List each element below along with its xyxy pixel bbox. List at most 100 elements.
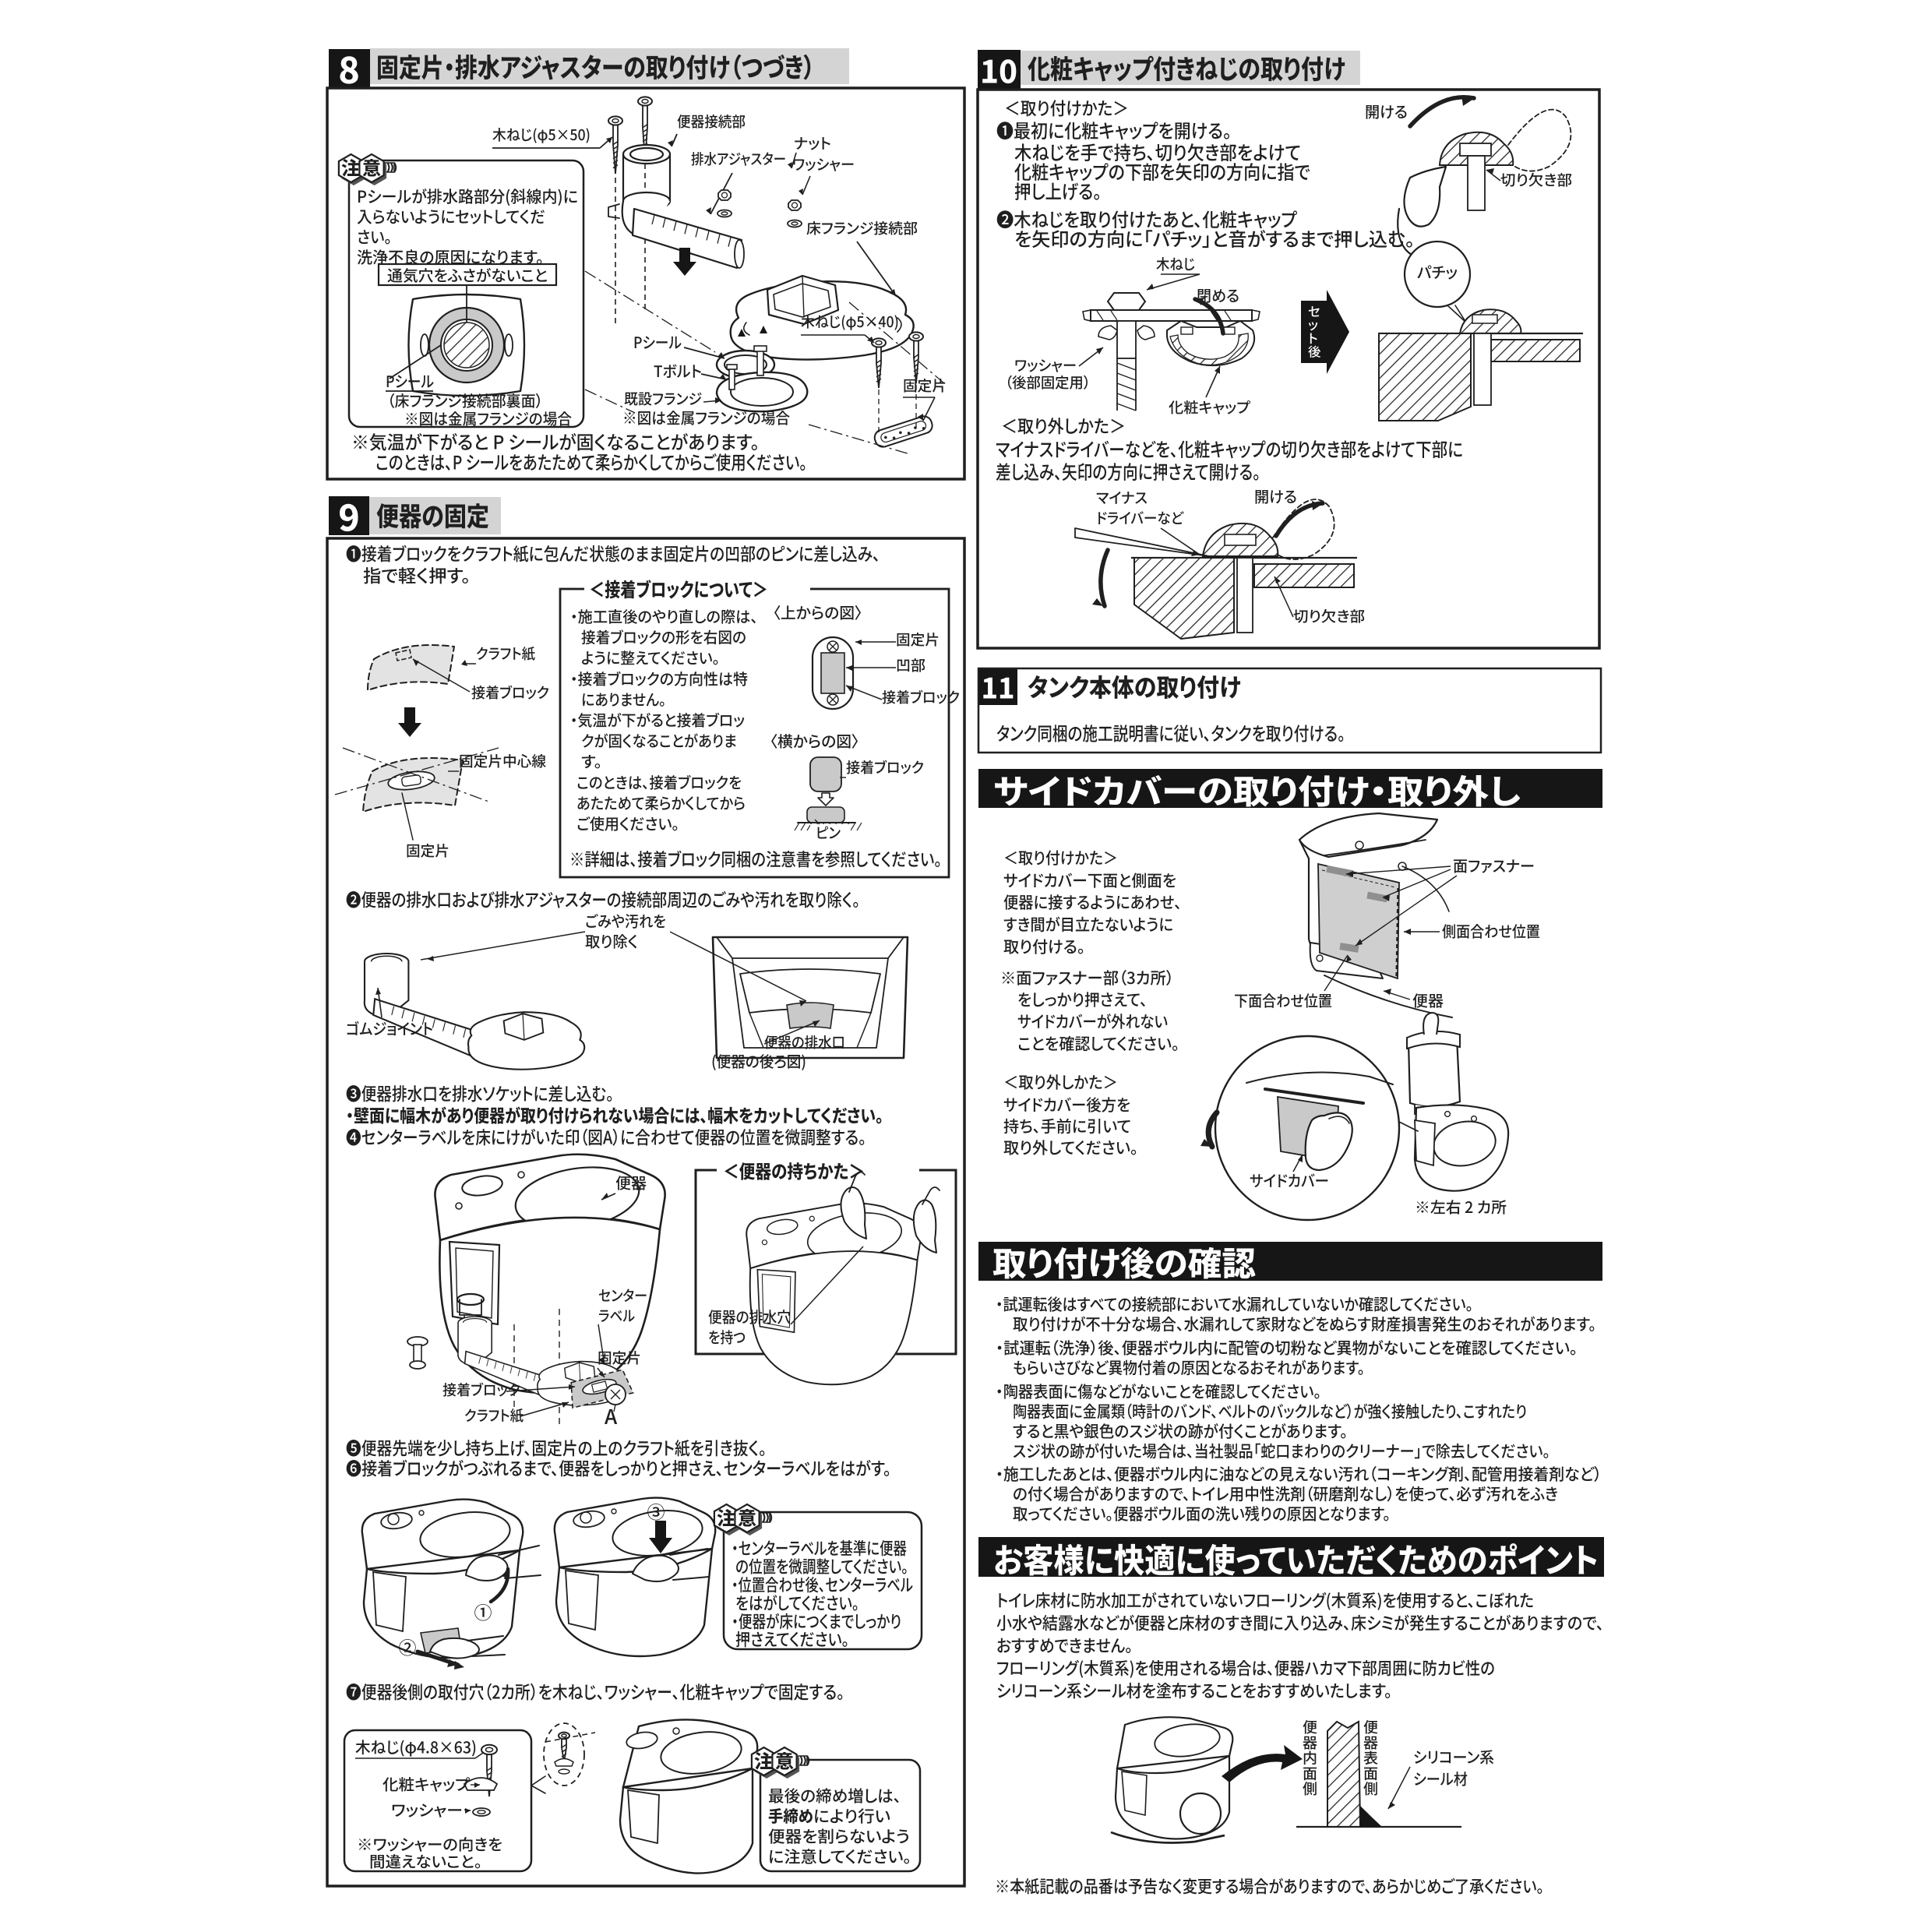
svg-text:側: 側 [1303, 1778, 1317, 1799]
svg-text:スジ状の跡が付いた場合は、当社製品「蛇口まわりのクリーナー」: スジ状の跡が付いた場合は、当社製品「蛇口まわりのクリーナー」で除去してください。 [1013, 1439, 1550, 1462]
svg-text:10: 10 [980, 47, 1017, 92]
svg-text:取ってください。便器ボウル面の洗い残りの原因となります。: 取ってください。便器ボウル面の洗い残りの原因となります。 [1013, 1502, 1391, 1525]
svg-text:取り除く: 取り除く [585, 929, 638, 952]
svg-text:マイナスドライバーなどを、化粧キャップの切り欠き部をよけて下: マイナスドライバーなどを、化粧キャップの切り欠き部をよけて下部に [996, 435, 1463, 463]
svg-text:シリコーン系: シリコーン系 [1413, 1745, 1494, 1768]
svg-text:❻接着ブロックがつぶれるまで、便器をしっかりと押さえ、センタ: ❻接着ブロックがつぶれるまで、便器をしっかりと押さえ、センターラベルをはがす。 [346, 1454, 891, 1481]
svg-text:通気穴をふさがないこと: 通気穴をふさがないこと [387, 263, 548, 286]
svg-text:ナット: ナット [794, 132, 831, 153]
svg-text:シール材: シール材 [1413, 1767, 1468, 1789]
svg-text:器: 器 [1363, 1732, 1378, 1753]
svg-text:固定片・排水アジャスターの取り付け（つづき）: 固定片・排水アジャスターの取り付け（つづき） [376, 47, 815, 85]
svg-text:・試運転後はすべての接続部において水漏れしていないか確認して: ・試運転後はすべての接続部において水漏れしていないか確認してください。 [996, 1292, 1473, 1316]
svg-text:サイドカバー: サイドカバー [1250, 1169, 1329, 1191]
svg-text:す。: す。 [581, 749, 602, 772]
svg-text:クラフト紙: クラフト紙 [476, 643, 535, 664]
svg-text:パチッ: パチッ [1417, 260, 1458, 283]
svg-text:化粧キャップ付きねじの取り付け: 化粧キャップ付きねじの取り付け [1028, 48, 1345, 86]
svg-text:ゴムジョイント: ゴムジョイント [346, 1017, 433, 1039]
svg-text:11: 11 [982, 667, 1015, 707]
svg-text:すき間が目立たないように: すき間が目立たないように [1003, 913, 1173, 936]
svg-text:注: 注 [341, 153, 360, 180]
svg-text:化粧キャップ: 化粧キャップ [1169, 397, 1250, 418]
svg-text:・接着ブロックの方向性は特: ・接着ブロックの方向性は特 [570, 667, 748, 689]
svg-text:・施工直後のやり直しの際は、: ・施工直後のやり直しの際は、 [570, 605, 758, 627]
svg-text:木ねじ(φ5×50): 木ねじ(φ5×50) [492, 124, 591, 145]
svg-text:取り付けが不十分な場合、水漏れして家財などをぬらす財産損害発: 取り付けが不十分な場合、水漏れして家財などをぬらす財産損害発生のおそれがあります… [1013, 1312, 1596, 1335]
svg-text:間違えないこと。: 間違えないこと。 [369, 1849, 482, 1872]
svg-text:切り欠き部: 切り欠き部 [1293, 605, 1365, 626]
svg-text:Pシールが排水路部分(斜線内)に: Pシールが排水路部分(斜線内)に [357, 185, 578, 208]
svg-text:を矢印の方向に「パチッ」と音がするまで押し込む。: を矢印の方向に「パチッ」と音がするまで押し込む。 [1014, 225, 1415, 252]
svg-text:ッ: ッ [1308, 315, 1318, 333]
svg-text:指で軽く押す。: 指で軽く押す。 [363, 562, 471, 588]
svg-text:・試運転（洗浄）後、便器ボウル内に配管の切粉など異物がないこ: ・試運転（洗浄）後、便器ボウル内に配管の切粉など異物がないことを確認してください… [996, 1336, 1578, 1359]
svg-text:※本紙記載の品番は予告なく変更する場合がありますので、あらか: ※本紙記載の品番は予告なく変更する場合がありますので、あらかじめご了承ください。 [995, 1874, 1544, 1899]
svg-text:により行い: により行い [813, 1804, 890, 1828]
svg-text:取り付ける。: 取り付ける。 [1003, 935, 1085, 958]
svg-text:※図は金属フランジの場合: ※図は金属フランジの場合 [404, 407, 572, 429]
svg-text:ことを確認してください。: ことを確認してください。 [1017, 1032, 1179, 1056]
svg-text:便器接続部: 便器接続部 [677, 111, 746, 132]
svg-text:排水アジャスター: 排水アジャスター [691, 148, 786, 169]
svg-text:ご使用ください。: ご使用ください。 [576, 812, 679, 834]
svg-text:※図は金属フランジの場合: ※図は金属フランジの場合 [622, 406, 790, 428]
svg-text:❸便器排水口を排水ソケットに差し込む。: ❸便器排水口を排水ソケットに差し込む。 [346, 1080, 614, 1106]
svg-text:ワッシャー: ワッシャー [1014, 354, 1077, 375]
svg-text:お客様に快適に使っていただくためのポイント: お客様に快適に使っていただくためのポイント [993, 1535, 1599, 1583]
svg-text:・位置合わせ後、センターラベル: ・位置合わせ後、センターラベル [732, 1572, 913, 1597]
svg-text:マイナス: マイナス [1096, 487, 1148, 508]
svg-text:便: 便 [1303, 1716, 1317, 1737]
svg-text:※詳細は、接着ブロック同梱の注意書を参照してください。: ※詳細は、接着ブロック同梱の注意書を参照してください。 [569, 845, 942, 872]
svg-text:洗浄不良の原因になります。: 洗浄不良の原因になります。 [357, 245, 544, 269]
svg-text:側面合わせ位置: 側面合わせ位置 [1442, 919, 1540, 942]
svg-text:サイドカバー後方を: サイドカバー後方を [1003, 1093, 1130, 1116]
svg-text:便: 便 [1363, 1716, 1378, 1737]
svg-text:開ける: 開ける [1365, 100, 1408, 122]
svg-text:・陶器表面に傷などがないことを確認してください。: ・陶器表面に傷などがないことを確認してください。 [996, 1380, 1321, 1403]
svg-text:固定片: 固定片 [903, 375, 947, 396]
svg-text:＜取り付けかた＞: ＜取り付けかた＞ [1003, 846, 1118, 869]
svg-text:ごみや汚れを: ごみや汚れを [585, 909, 666, 932]
svg-text:便器の排水口: 便器の排水口 [764, 1031, 845, 1052]
svg-text:木ねじ: 木ねじ [1156, 253, 1195, 274]
svg-text:③: ③ [647, 1498, 665, 1525]
svg-text:＜取り外しかた＞: ＜取り外しかた＞ [1001, 412, 1126, 439]
svg-text:すると黒や銀色のスジ状の跡が付くことがあります。: すると黒や銀色のスジ状の跡が付くことがあります。 [1013, 1419, 1348, 1443]
svg-text:〈上からの図〉: 〈上からの図〉 [773, 601, 862, 623]
svg-text:持ち、手前に引いて: 持ち、手前に引いて [1003, 1114, 1131, 1137]
svg-text:ように整えてください。: ように整えてください。 [581, 646, 720, 668]
svg-text:ドライバーなど: ドライバーなど [1096, 507, 1184, 528]
svg-text:接着ブロック: 接着ブロック [442, 1379, 520, 1400]
svg-text:※左右 2 カ所: ※左右 2 カ所 [1415, 1195, 1507, 1218]
svg-text:❷木ねじを取り付けたあと、化粧キャップ: ❷木ねじを取り付けたあと、化粧キャップ [996, 206, 1298, 233]
svg-text:面ファスナー: 面ファスナー [1453, 854, 1535, 876]
svg-text:このときは、接着ブロックを: このときは、接着ブロックを [576, 770, 742, 793]
svg-text:化粧キャップの下部を矢印の方向に指で: 化粧キャップの下部を矢印の方向に指で [1014, 158, 1310, 185]
svg-text:便器に接するようにあわせ、: 便器に接するようにあわせ、 [1003, 890, 1182, 914]
svg-text:後: 後 [1308, 342, 1321, 361]
svg-text:小水や結露水などが便器と床材のすき間に入り込み、床シミが発生: 小水や結露水などが便器と床材のすき間に入り込み、床シミが発生することがありますの… [996, 1610, 1604, 1635]
svg-text:トイレ床材に防水加工がされていないフローリング(木質系)を使: トイレ床材に防水加工がされていないフローリング(木質系)を使用すると、こぼれた [996, 1588, 1534, 1613]
svg-text:差し込み、矢印の方向に押さえて開ける。: 差し込み、矢印の方向に押さえて開ける。 [996, 458, 1260, 485]
svg-text:取り外してください。: 取り外してください。 [1003, 1136, 1138, 1159]
svg-text:を持つ: を持つ [708, 1325, 746, 1348]
svg-text:面: 面 [1363, 1762, 1378, 1783]
svg-text:押さえてください。: 押さえてください。 [735, 1627, 849, 1652]
svg-text:開ける: 開ける [1254, 485, 1297, 507]
svg-text:内: 内 [1303, 1747, 1317, 1768]
svg-text:ワッシャー: ワッシャー [792, 153, 855, 175]
svg-text:化粧キャップ: 化粧キャップ [383, 1772, 470, 1795]
svg-text:最後の締め増しは、: 最後の締め増しは、 [768, 1784, 901, 1807]
svg-text:A: A [605, 1401, 618, 1430]
svg-text:❶接着ブロックをクラフト紙に包んだ状態のまま固定片の凹部のピ: ❶接着ブロックをクラフト紙に包んだ状態のまま固定片の凹部のピンに差し込み、 [346, 540, 880, 566]
svg-text:手締め: 手締め [768, 1804, 813, 1828]
svg-text:＜取り付けかた＞: ＜取り付けかた＞ [1004, 94, 1129, 121]
svg-text:※面ファスナー部（3カ所）: ※面ファスナー部（3カ所） [1000, 966, 1174, 989]
svg-text:ト: ト [1308, 328, 1318, 347]
svg-text:シリコーン系シール材を塗布することをおすすめいたします。: シリコーン系シール材を塗布することをおすすめいたします。 [996, 1678, 1392, 1703]
svg-text:意: 意 [362, 153, 381, 180]
svg-text:床フランジ接続部: 床フランジ接続部 [806, 217, 918, 238]
svg-text:サイドカバーが外れない: サイドカバーが外れない [1017, 1010, 1168, 1033]
svg-text:Pシール: Pシール [386, 369, 434, 392]
